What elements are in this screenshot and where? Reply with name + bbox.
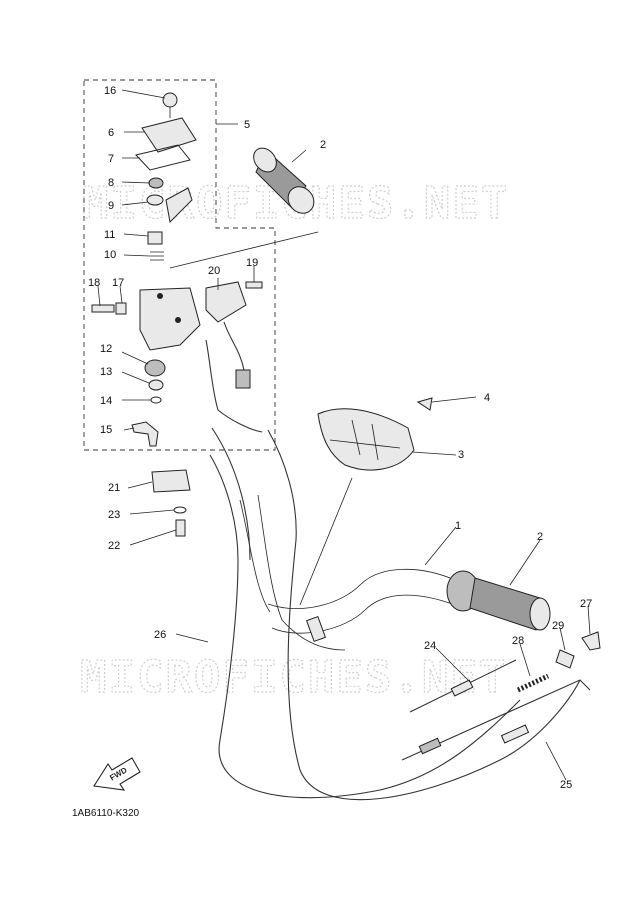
right-grip[interactable] xyxy=(446,570,551,631)
assembly-boundary xyxy=(83,79,276,451)
fwd-arrow-icon: FWD xyxy=(93,757,141,791)
callout-labels: 1 2 2 3 4 5 6 7 8 9 10 11 12 13 14 15 16… xyxy=(88,85,592,791)
cable-24[interactable] xyxy=(409,659,517,713)
callout-2-lower: 2 xyxy=(537,531,543,543)
throttle-cover-parts[interactable] xyxy=(135,92,197,261)
callout-29: 29 xyxy=(552,620,564,632)
callout-15: 15 xyxy=(100,424,112,436)
callout-2-upper: 2 xyxy=(320,139,326,151)
callout-19: 19 xyxy=(246,257,258,269)
engine-stop-switch[interactable] xyxy=(205,281,263,389)
adjuster-spring[interactable] xyxy=(516,673,550,693)
callout-16: 16 xyxy=(104,85,116,97)
callout-5: 5 xyxy=(244,119,250,131)
callout-21: 21 xyxy=(108,482,120,494)
lower-clamp[interactable] xyxy=(151,469,191,537)
throttle-cable-upper xyxy=(205,339,263,433)
left-grip[interactable] xyxy=(249,144,319,219)
housing-bolt[interactable] xyxy=(91,302,127,315)
callout-25: 25 xyxy=(560,779,572,791)
callout-27: 27 xyxy=(580,598,592,610)
callout-28: 28 xyxy=(512,635,524,647)
handlebar-pad[interactable] xyxy=(317,408,415,471)
callout-24: 24 xyxy=(424,640,436,652)
watermark-bottom: MICROFICHES.NET xyxy=(80,652,507,703)
handlebar[interactable] xyxy=(239,494,456,651)
callout-7: 7 xyxy=(108,153,114,165)
callout-11: 11 xyxy=(104,229,115,241)
cable-end-parts[interactable] xyxy=(555,631,601,669)
callout-14: 14 xyxy=(100,395,112,407)
callout-9: 9 xyxy=(108,200,114,212)
callout-22: 22 xyxy=(108,540,120,552)
callout-18: 18 xyxy=(88,277,100,289)
throttle-lever-parts[interactable] xyxy=(131,359,166,447)
cable-25[interactable] xyxy=(401,679,591,761)
callout-3: 3 xyxy=(458,449,464,461)
callout-6: 6 xyxy=(108,127,114,139)
callout-10: 10 xyxy=(104,249,116,261)
callout-20: 20 xyxy=(208,265,220,277)
callout-8: 8 xyxy=(108,177,114,189)
diagram-code: 1AB6110-K320 xyxy=(72,808,140,819)
cable-guide-line xyxy=(211,427,251,561)
callout-4: 4 xyxy=(484,392,490,404)
callout-26: 26 xyxy=(154,629,166,641)
throttle-housing[interactable] xyxy=(139,287,201,351)
callout-23: 23 xyxy=(108,509,120,521)
callout-1: 1 xyxy=(455,520,461,532)
callout-12: 12 xyxy=(100,343,112,355)
callout-13: 13 xyxy=(100,366,112,378)
leader-lines xyxy=(97,89,591,781)
throttle-cable[interactable] xyxy=(209,454,521,799)
pad-clip[interactable] xyxy=(416,397,433,411)
brake-cable[interactable] xyxy=(267,429,581,801)
callout-17: 17 xyxy=(112,277,124,289)
